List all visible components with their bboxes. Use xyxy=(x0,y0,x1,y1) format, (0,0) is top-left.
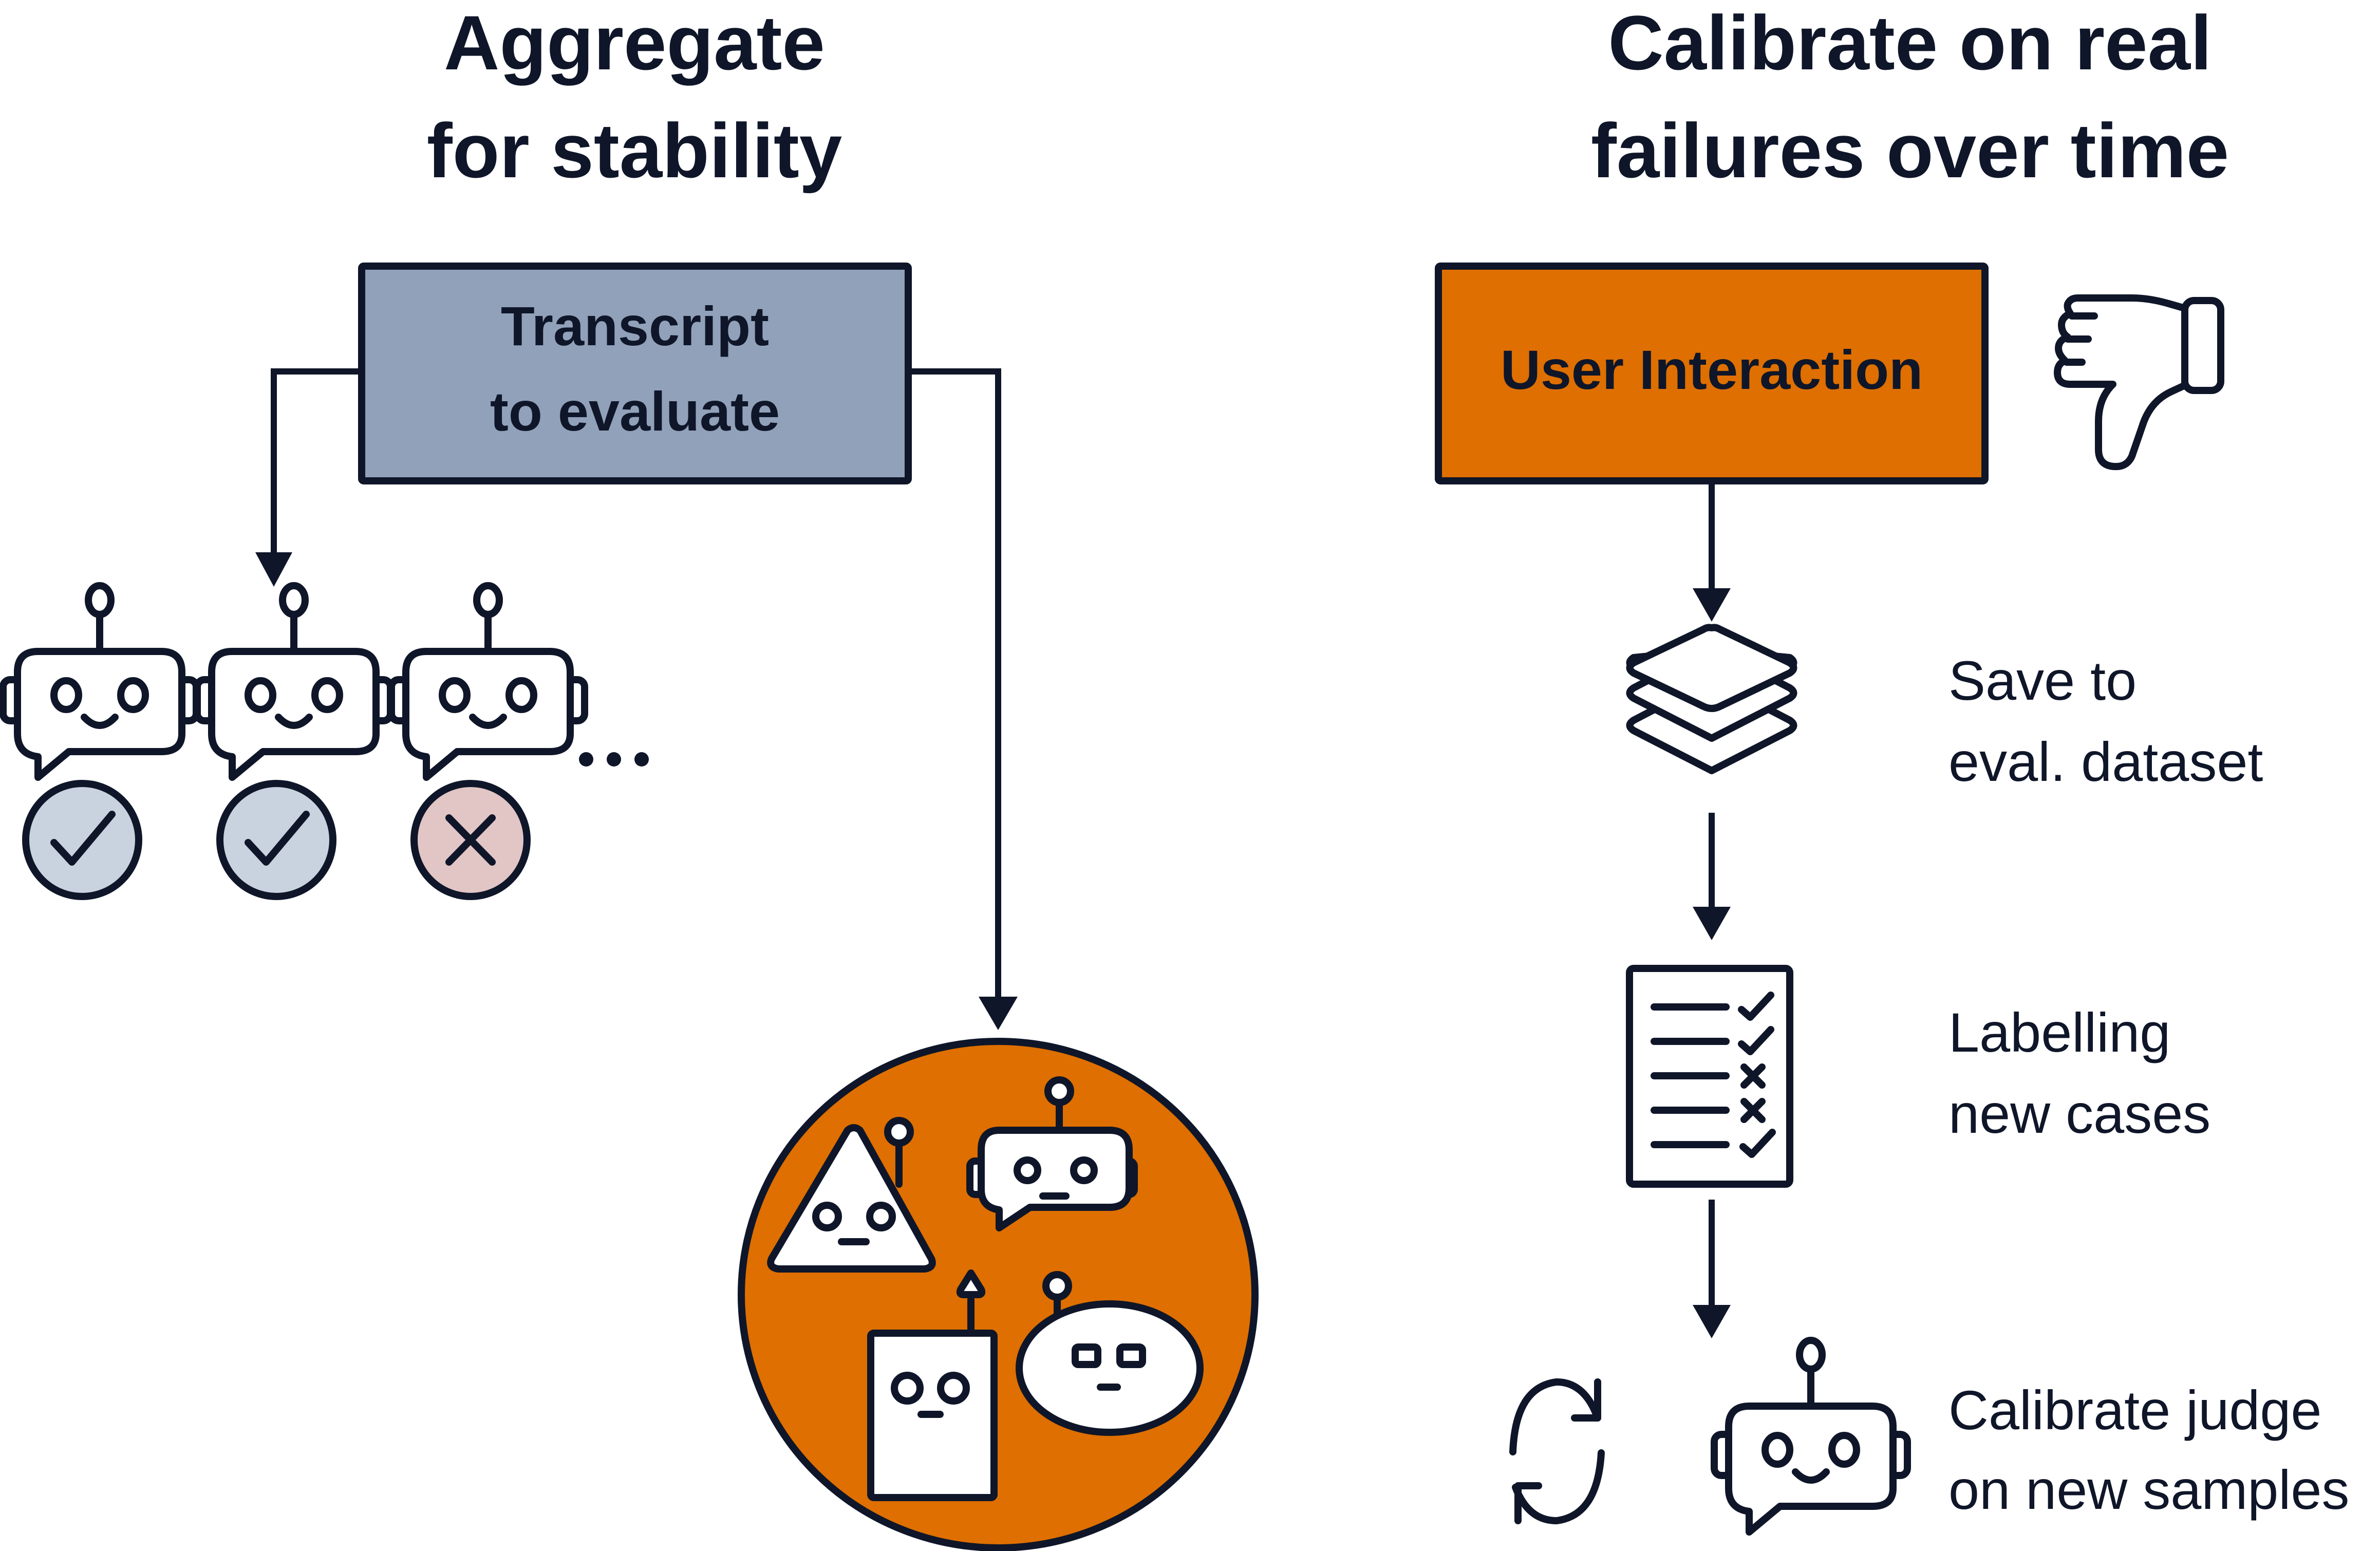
user-interaction-box[interactable]: User Interaction xyxy=(1435,263,1989,484)
refresh-icon xyxy=(1509,1378,1605,1524)
judge-robot-icon xyxy=(1714,1340,1907,1532)
checklist-icon xyxy=(1626,965,1793,1188)
oval-robot-icon xyxy=(1016,1271,1204,1436)
chat-robot-icon xyxy=(966,1076,1138,1231)
step2-line1: Labelling xyxy=(1948,1001,2170,1063)
judge-1 xyxy=(3,586,196,900)
judge-3 xyxy=(391,586,585,900)
connector-arrow xyxy=(1693,813,1731,940)
judge-2 xyxy=(197,586,390,900)
left-title-line2: for stability xyxy=(427,107,842,194)
right-title-line1: Calibrate on real xyxy=(1608,0,2212,86)
right-panel: Calibrate on real failures over time Use… xyxy=(1435,0,2349,1532)
user-interaction-label: User Interaction xyxy=(1501,339,1923,401)
robot-judge-icon xyxy=(391,586,585,777)
step3-line1: Calibrate judge xyxy=(1948,1379,2321,1441)
step1-line2: eval. dataset xyxy=(1948,731,2263,793)
arrowhead-icon xyxy=(979,997,1018,1030)
right-title-line2: failures over time xyxy=(1591,107,2229,194)
ensemble-circle xyxy=(738,1038,1259,1551)
rectangle-robot-icon xyxy=(867,1269,998,1501)
connector-arrow xyxy=(1693,1200,1731,1338)
check-icon xyxy=(50,811,116,866)
arrowhead-icon xyxy=(255,552,292,587)
triangle-robot-icon xyxy=(767,1117,936,1273)
left-panel: Aggregate for stability Transcript to ev… xyxy=(3,0,1259,1551)
ellipsis-icon xyxy=(579,752,649,767)
step2-line2: new cases xyxy=(1948,1082,2210,1145)
connector-to-ensemble xyxy=(908,368,1018,1030)
step3-line2: on new samples xyxy=(1948,1459,2349,1521)
robot-judge-icon xyxy=(197,586,390,777)
verdict-badge xyxy=(22,780,142,900)
judge-ensemble xyxy=(738,1038,1259,1551)
transcript-box-line1: Transcript xyxy=(501,295,769,357)
step1-line1: Save to xyxy=(1948,649,2137,712)
connector-line xyxy=(271,368,362,555)
verdict-badge xyxy=(216,780,336,900)
left-title-line1: Aggregate xyxy=(444,0,825,86)
connector-to-judges xyxy=(255,368,362,587)
connector-line xyxy=(908,368,1001,999)
x-icon xyxy=(445,814,496,866)
transcript-box[interactable]: Transcript to evaluate xyxy=(358,263,912,484)
thumbs-down-icon xyxy=(2054,294,2224,471)
layers-icon xyxy=(1626,624,1797,774)
check-icon xyxy=(245,811,310,866)
robot-judge-icon xyxy=(3,586,196,777)
transcript-box-line2: to evaluate xyxy=(490,380,780,442)
connector-arrow xyxy=(1693,481,1731,622)
